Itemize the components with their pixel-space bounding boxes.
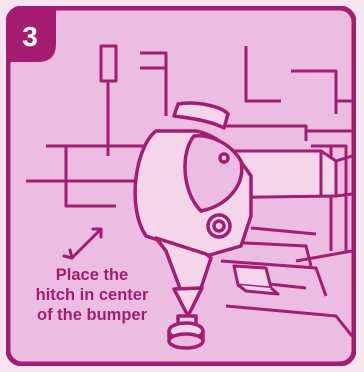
hitch-illustration: 3 Place the hitch in center of the bumpe… [6, 6, 356, 366]
caption-line-1: Place the [56, 266, 128, 284]
step-badge: 3 [8, 8, 56, 62]
caption-line-2: hitch in center [36, 286, 149, 304]
caption-line-3: of the bumper [37, 306, 148, 324]
instruction-panel: 3 Place the hitch in center of the bumpe… [6, 6, 356, 366]
step-number: 3 [22, 21, 38, 52]
